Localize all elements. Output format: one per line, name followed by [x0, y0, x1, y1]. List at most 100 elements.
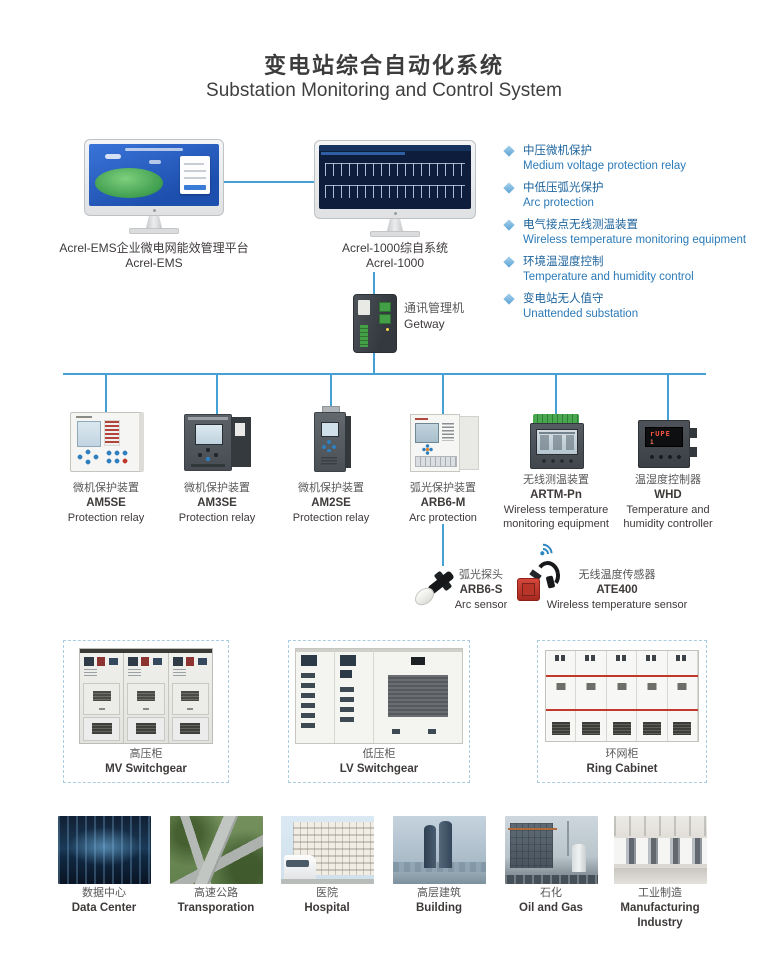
ring-panel	[668, 651, 699, 741]
red-stripe	[546, 675, 698, 677]
page-title-zh: 变电站综合自动化系统	[263, 53, 504, 78]
photo-building	[393, 816, 486, 884]
monitor-base	[370, 231, 420, 237]
monitor-acrel-ems	[84, 139, 224, 234]
device-model: AM3SE	[197, 497, 237, 509]
photo-highway	[170, 816, 263, 884]
device-front-panel	[314, 412, 346, 472]
diamond-bullet-icon	[503, 145, 515, 157]
diamond-bullet-icon	[503, 219, 515, 231]
ring-panel	[576, 651, 607, 741]
feature-zh: 变电站无人值守	[523, 293, 604, 305]
tower	[423, 824, 436, 868]
gateway-label-en: Getway	[404, 317, 445, 331]
device-model: AM5SE	[86, 497, 126, 509]
sensor-label-ate400: 无线温度传感器 ATE400 Wireless temperature sens…	[537, 568, 697, 612]
drop-am5se	[105, 373, 107, 412]
keypad	[647, 453, 683, 461]
keypad	[105, 449, 131, 465]
device-artm-pn	[530, 414, 584, 469]
panel-strip	[188, 417, 228, 420]
monitor-chin	[89, 206, 219, 215]
device-am2se	[312, 406, 352, 472]
feature-en: Unattended substation	[523, 308, 639, 320]
feature-zh: 电气接点无线测温装置	[523, 219, 638, 231]
gateway-label: 通讯管理机 Getway	[404, 300, 464, 332]
app-name-zh: 工业制造	[638, 887, 682, 899]
device-front-panel: rUPE 1	[638, 420, 690, 468]
app-name-zh: 高速公路	[194, 887, 238, 899]
plant-structure	[507, 823, 557, 869]
keypad	[76, 449, 100, 465]
device-front-panel	[530, 423, 584, 469]
device-whd: rUPE 1	[638, 420, 698, 468]
keypad	[321, 440, 337, 452]
device-name-zh: 弧光保护装置	[410, 482, 476, 494]
scada-diagram-row	[325, 185, 465, 198]
lcd-screen	[77, 421, 101, 447]
app-label-data-center: 数据中心 Data Center	[44, 886, 164, 916]
sensor-ate400	[514, 559, 562, 608]
cabinet-box-lv: 低压柜 LV Switchgear	[288, 640, 470, 783]
feature-en: Arc protection	[523, 197, 594, 209]
cabinet-name-zh: 低压柜	[362, 748, 396, 760]
gateway-terminal	[379, 302, 391, 312]
gateway-label-zh: 通讯管理机	[404, 301, 465, 315]
led-indicators	[104, 420, 120, 446]
cabinet-label-mv: 高压柜 MV Switchgear	[64, 747, 228, 777]
monitor-1000-label-model: Acrel-1000	[365, 256, 425, 270]
app-name-zh: 石化	[540, 887, 562, 899]
switchgear-panel	[296, 649, 335, 743]
photo-manufacturing	[614, 816, 707, 884]
monitor-ems-label-model: Acrel-EMS	[125, 256, 183, 270]
device-am5se	[70, 412, 144, 472]
app-name-en: Hospital	[304, 902, 350, 914]
monitor-frame	[314, 140, 476, 219]
photo-hospital	[281, 816, 374, 884]
gateway-terminal-strip	[360, 325, 368, 347]
device-side	[459, 416, 479, 470]
feature-en: Medium voltage protection relay	[523, 160, 686, 172]
monitor-1000-label-zh: Acrel-1000综自系统	[341, 241, 449, 255]
monitor-ems-label-zh: Acrel-EMS企业微电网能效管理平台	[59, 241, 249, 255]
diamond-bullet-icon	[503, 182, 515, 194]
cabinet-name-zh: 环网柜	[605, 748, 639, 760]
sensor-name-en: Wireless temperature sensor	[546, 599, 688, 611]
device-name-en: Temperature and humidity controller	[623, 504, 713, 530]
scada-toolbar	[319, 145, 471, 151]
feature-zh: 中压微机保护	[523, 145, 592, 157]
device-label-artm: 无线测温装置 ARTM-Pn Wireless temperature moni…	[496, 473, 616, 531]
whd-display-reading2: 1	[650, 439, 654, 446]
keypad	[415, 456, 457, 467]
photo-data-center	[58, 816, 151, 884]
gateway-device	[353, 294, 397, 353]
scada-diagram-row	[325, 163, 465, 176]
app-name-en: Transporation	[177, 902, 255, 914]
monitor-stand	[146, 216, 162, 228]
device-name-en: Protection relay	[178, 512, 256, 524]
scada-strip	[321, 152, 405, 155]
device-label-am2se: 微机保护装置 AM2SE Protection relay	[271, 481, 391, 525]
connector-gateway-bus	[373, 351, 375, 374]
lcd-screen	[321, 422, 339, 437]
app-name-en: Data Center	[71, 902, 137, 914]
device-name-en: Arc protection	[409, 512, 477, 524]
device-label-am5se: 微机保护装置 AM5SE Protection relay	[46, 481, 166, 525]
acrel1000-screen	[319, 145, 471, 209]
keypad	[196, 447, 220, 461]
feature-item: 中低压弧光保护 Arc protection	[503, 181, 761, 211]
device-model: AM2SE	[311, 497, 351, 509]
bus-line	[63, 373, 706, 375]
app-label-oil-gas: 石化 Oil and Gas	[491, 886, 611, 916]
feature-zh: 环境温湿度控制	[523, 256, 604, 268]
feature-en: Temperature and humidity control	[523, 271, 694, 283]
sensor-body	[517, 578, 540, 601]
feature-item: 环境温湿度控制 Temperature and humidity control	[503, 255, 761, 285]
monitor-1000-label: Acrel-1000综自系统 Acrel-1000	[285, 241, 505, 271]
device-label-am3se: 微机保护装置 AM3SE Protection relay	[157, 481, 277, 525]
mounting-bracket	[689, 447, 697, 457]
page-title-en: Substation Monitoring and Control System	[206, 80, 562, 101]
cabinet-name-en: LV Switchgear	[339, 763, 419, 775]
app-name-zh: 高层建筑	[417, 887, 461, 899]
ring-panel	[637, 651, 668, 741]
